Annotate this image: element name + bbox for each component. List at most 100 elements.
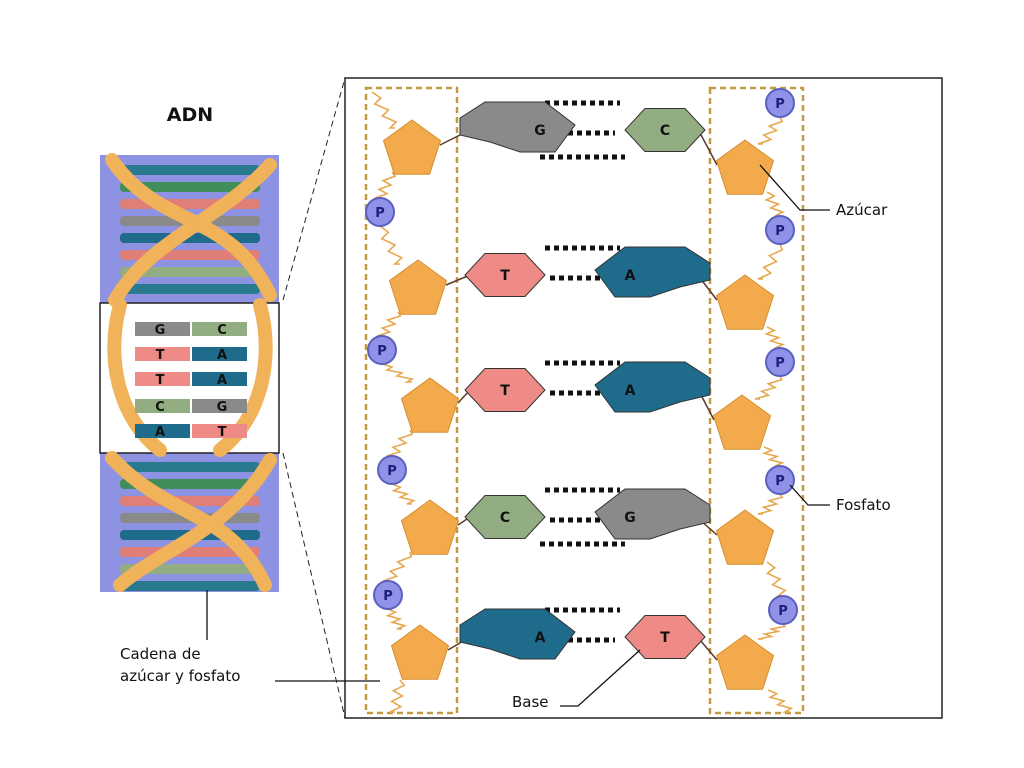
right-backbone-column bbox=[708, 86, 805, 715]
helix-ribbon-mid-a bbox=[107, 298, 167, 457]
sugar-right-5 bbox=[715, 634, 775, 690]
base-label: Base bbox=[512, 693, 549, 711]
base-stem-right-1 bbox=[699, 132, 718, 166]
helix-pair-right-4 bbox=[192, 399, 247, 413]
zoom-frame bbox=[344, 77, 943, 719]
helix-top-rung-2 bbox=[120, 182, 260, 192]
base-left-letter-4: C bbox=[500, 510, 510, 526]
helix-bottom-rung-8 bbox=[120, 581, 260, 591]
helix-bottom-rung-1 bbox=[120, 462, 260, 472]
diagram-title: ADN bbox=[166, 104, 214, 126]
zoom-line-bottom bbox=[282, 452, 346, 719]
helix-pair-right-2 bbox=[192, 347, 247, 361]
base-left-letter-3: T bbox=[500, 383, 510, 399]
helix-pair-right-5 bbox=[192, 424, 247, 438]
helix-letter-left-2: T bbox=[156, 348, 165, 363]
backbone-left-up-2 bbox=[381, 363, 415, 383]
backbone-left-up-3 bbox=[391, 483, 417, 505]
sugar-right-4 bbox=[715, 509, 775, 565]
backbone-right-up-3 bbox=[761, 446, 785, 467]
phosphate-left-2-circle bbox=[367, 335, 397, 365]
backbone-right-bottom bbox=[767, 689, 794, 713]
helix-ribbon-mid-b bbox=[213, 298, 273, 457]
helix-pair-right-3 bbox=[192, 372, 247, 386]
helix-ribbon-bottom-b bbox=[113, 453, 277, 592]
backbone-left-top bbox=[371, 91, 398, 129]
base-right-3 bbox=[594, 361, 711, 413]
base-right-4 bbox=[594, 488, 711, 540]
phosphate-left-3-circle bbox=[377, 455, 407, 485]
sugar-left-1 bbox=[382, 119, 442, 175]
backbone-left-down-4 bbox=[382, 551, 413, 582]
helix-top-rung-1 bbox=[120, 165, 260, 175]
helix-ribbon-bottom-a bbox=[105, 451, 272, 592]
backbone-left-bottom bbox=[389, 679, 406, 713]
helix-top-rung-8 bbox=[120, 284, 260, 294]
base-left-letter-1: G bbox=[534, 123, 546, 139]
phosphate-right-1-circle bbox=[765, 88, 795, 118]
base-left-1 bbox=[459, 101, 576, 153]
helix-pair-left-2 bbox=[135, 347, 190, 361]
phosphate-left-4-circle bbox=[373, 580, 403, 610]
backbone-left-down-2 bbox=[376, 311, 402, 337]
backbone-left-up-4 bbox=[385, 608, 408, 630]
backbone-right-down-5 bbox=[757, 623, 787, 640]
base-left-3 bbox=[464, 368, 546, 412]
helix-letter-right-1: C bbox=[217, 323, 227, 338]
phosphate-leader-line bbox=[789, 484, 830, 506]
base-left-letter-2: T bbox=[500, 268, 510, 284]
phosphate-right-3-symbol: P bbox=[775, 356, 785, 371]
helix-letter-right-4: G bbox=[217, 400, 228, 415]
helix-letter-left-5: A bbox=[155, 425, 165, 440]
backbone-right-down-3 bbox=[754, 375, 783, 400]
base-left-5 bbox=[459, 608, 576, 660]
helix-letter-right-3: A bbox=[217, 373, 227, 388]
sugar-left-4 bbox=[400, 499, 460, 555]
helix-pair-left-1 bbox=[135, 322, 190, 336]
base-right-letter-2: A bbox=[625, 268, 636, 284]
helix-letter-left-3: T bbox=[156, 373, 165, 388]
phosphate-left-3-symbol: P bbox=[387, 464, 397, 479]
backbone-left-down-3 bbox=[386, 429, 414, 457]
sugar-left-3 bbox=[400, 377, 460, 433]
base-right-letter-4: G bbox=[624, 510, 636, 526]
sugar-right-3 bbox=[712, 394, 772, 450]
helix-letter-right-2: A bbox=[217, 348, 227, 363]
backbone-right-up-1 bbox=[764, 191, 785, 217]
phosphate-left-1-circle bbox=[365, 197, 395, 227]
base-left-2 bbox=[464, 253, 546, 297]
helix-letter-left-4: C bbox=[155, 400, 165, 415]
phosphate-right-3-circle bbox=[765, 347, 795, 377]
helix-letter-left-1: G bbox=[155, 323, 166, 338]
phosphate-right-4-symbol: P bbox=[775, 474, 785, 489]
base-right-letter-5: T bbox=[660, 630, 670, 646]
backbone-right-up-2 bbox=[763, 326, 786, 349]
sugar-label: Azúcar bbox=[836, 201, 888, 219]
phosphate-right-2-symbol: P bbox=[775, 224, 785, 239]
base-stem-right-3 bbox=[699, 392, 715, 421]
phosphate-right-5-symbol: P bbox=[778, 604, 788, 619]
phosphate-left-4-symbol: P bbox=[383, 589, 393, 604]
base-right-2 bbox=[594, 246, 711, 298]
base-right-1 bbox=[624, 108, 706, 152]
helix-pair-left-5 bbox=[135, 424, 190, 438]
helix-ribbon-top-b bbox=[108, 158, 277, 307]
base-stem-right-5 bbox=[699, 639, 718, 661]
base-right-letter-1: C bbox=[660, 123, 670, 139]
sugar-leader-line bbox=[759, 164, 830, 211]
backbone-left-up-1 bbox=[379, 225, 404, 265]
phosphate-label: Fosfato bbox=[836, 496, 891, 514]
base-left-letter-5: A bbox=[535, 630, 546, 646]
phosphate-left-1-symbol: P bbox=[375, 206, 385, 221]
backbone-right-down-4 bbox=[757, 493, 784, 515]
phosphate-right-2-circle bbox=[765, 215, 795, 245]
helix-letter-right-5: T bbox=[218, 425, 227, 440]
phosphate-right-1-symbol: P bbox=[775, 97, 785, 112]
base-right-5 bbox=[624, 615, 706, 659]
helix-pair-left-3 bbox=[135, 372, 190, 386]
sugar-right-2 bbox=[715, 274, 775, 330]
base-right-letter-3: A bbox=[625, 383, 636, 399]
backbone-left-down-1 bbox=[374, 171, 397, 199]
base-leader-line bbox=[560, 649, 641, 707]
